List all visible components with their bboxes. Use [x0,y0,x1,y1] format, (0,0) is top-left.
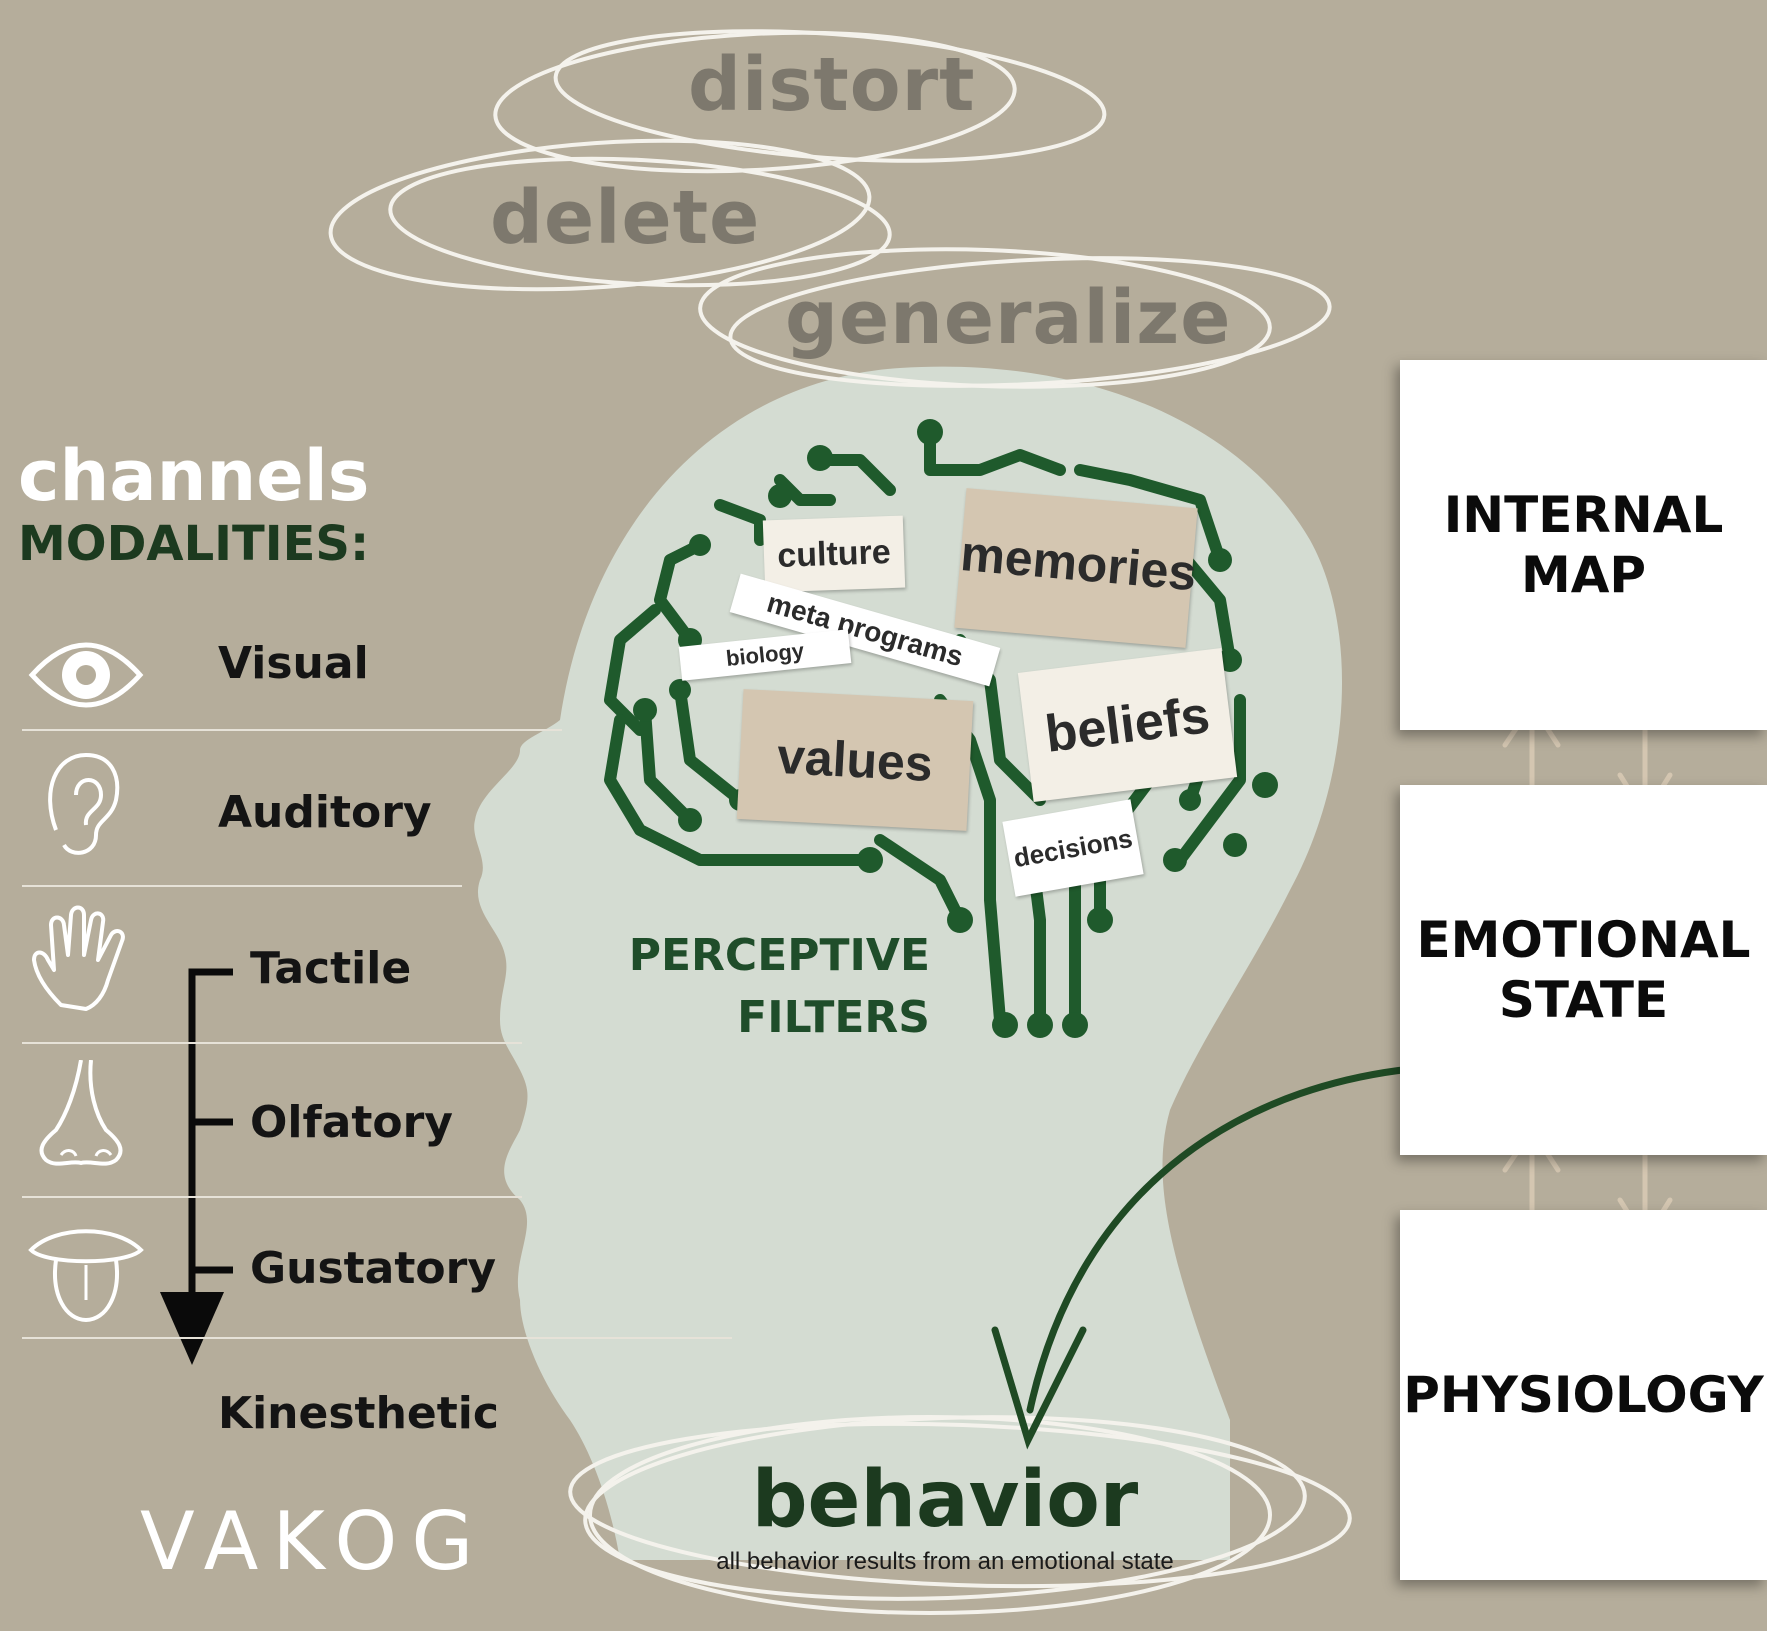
vakog-arrowhead [160,1292,224,1365]
modality-auditory: Auditory [218,787,432,838]
filter-loops [328,29,1332,389]
behavior-loops [568,1415,1352,1615]
caption-line1: PERCEPTIVE [628,930,930,981]
divider [22,885,462,887]
modality-kinesthetic: Kinesthetic [218,1388,499,1439]
behavior-title: behavior [751,1455,1139,1545]
filter-note-culture: culture [762,515,906,593]
behavior-subtitle: all behavior results from an emotional s… [716,1548,1174,1575]
filter-note-beliefs: beliefs [1017,647,1238,803]
modality-visual: Visual [218,638,369,689]
modality-gustatory: Gustatory [250,1243,496,1294]
physiology-label: PHYSIOLOGY [1403,1366,1764,1424]
internal-map-card: INTERNAL MAP [1400,360,1767,730]
tongue-icon [28,1229,144,1323]
modalities-subtitle: MODALITIES: [18,516,370,572]
modality-olfatory: Olfatory [250,1097,453,1148]
divider [22,729,562,731]
modality-tactile: Tactile [250,943,412,994]
divider [22,1042,522,1044]
vakog-sequence-arrow [188,968,233,1310]
hand-icon [32,905,125,1011]
divider [22,1196,522,1198]
filter-word-distort: distort [688,42,976,128]
perceptive-filters-caption: PERCEPTIVE FILTERS [600,925,930,1049]
ear-icon [48,752,120,855]
divider [22,1337,732,1339]
filter-word-delete: delete [490,175,761,261]
internal-map-label: INTERNAL MAP [1443,486,1724,604]
vakog-acronym: VAKOG [140,1495,488,1588]
circuit-nodes [633,419,1278,1038]
filter-note-values: values [736,689,974,831]
emotional-state-label: EMOTIONAL STATE [1416,911,1751,1029]
nose-icon [39,1060,123,1166]
emotion-to-behavior-arrow [991,1063,1437,1450]
caption-line2: FILTERS [737,992,930,1043]
eye-icon [28,642,144,708]
filter-word-generalize: generalize [785,275,1232,361]
filter-note-memories: memories [954,488,1199,648]
emotional-state-card: EMOTIONAL STATE [1400,785,1767,1155]
channels-title: channels [18,435,370,517]
physiology-card: PHYSIOLOGY [1400,1210,1767,1580]
